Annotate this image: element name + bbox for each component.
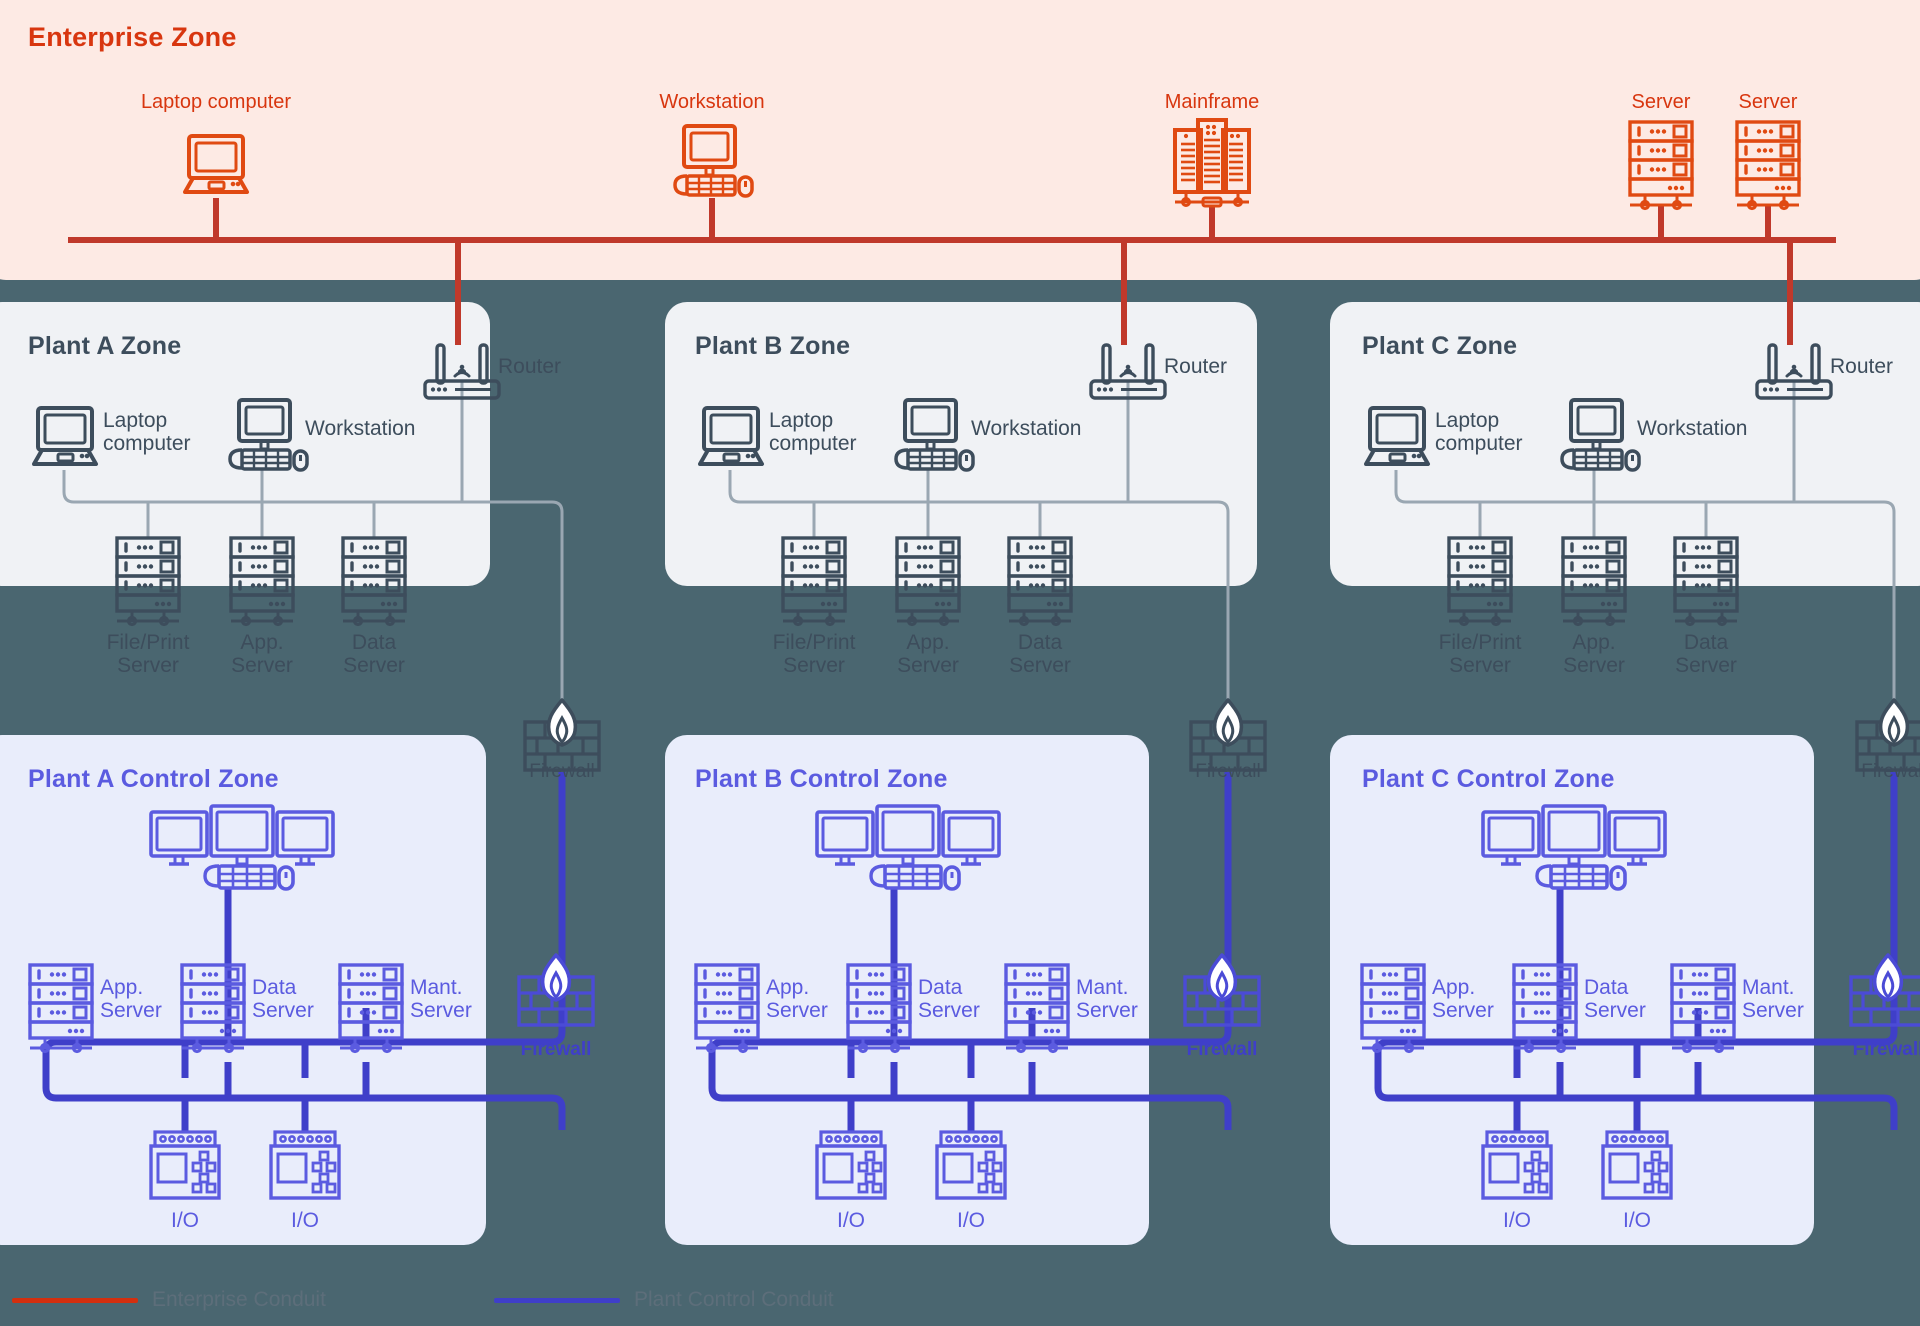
plant-c-firewall-icon xyxy=(1855,698,1920,772)
plant-b-control-firewall-label: Firewall xyxy=(1186,1039,1258,1060)
plant-b-workstation-label: Workstation xyxy=(971,417,1082,440)
plant-b-router-label: Router xyxy=(1164,355,1228,378)
plant-c-ctrl-mant-server-label: Mant.Server xyxy=(1742,976,1804,1022)
plant-c-firewall-label: Firewall xyxy=(1861,761,1920,782)
plant-a-router-label: Router xyxy=(498,355,562,378)
plant-c-zone-title: Plant C Zone xyxy=(1362,332,1518,360)
plant-c-io-label-1: I/O xyxy=(1502,1209,1531,1232)
plant-b-firewall-label: Firewall xyxy=(1195,761,1261,782)
plant-b-io-label-2: I/O xyxy=(956,1209,985,1232)
plant-a-io-label-2: I/O xyxy=(290,1209,319,1232)
plant-a-ctrl-app-server-label: App.Server xyxy=(100,976,162,1022)
plant-a-firewall-label: Firewall xyxy=(529,761,595,782)
plant-b-io-label-1: I/O xyxy=(836,1209,865,1232)
plant-c-router-label: Router xyxy=(1830,355,1894,378)
plant-a-control-firewall-label: Firewall xyxy=(520,1039,592,1060)
plant-a-io-label-1: I/O xyxy=(170,1209,199,1232)
plant-a-zone-title: Plant A Zone xyxy=(28,332,182,360)
enterprise-workstation-label: Workstation xyxy=(659,91,765,113)
plant-b-control-zone-title: Plant B Control Zone xyxy=(695,765,948,793)
legend-label-enterprise: Enterprise Conduit xyxy=(152,1288,326,1311)
plant-a-control-firewall-icon xyxy=(517,953,595,1027)
plant-b-zone-title: Plant B Zone xyxy=(695,332,851,360)
plant-b-ctrl-mant-server-label: Mant.Server xyxy=(1076,976,1138,1022)
legend-item-enterprise: Enterprise Conduit xyxy=(12,1288,326,1312)
enterprise-laptop-label: Laptop computer xyxy=(140,91,292,113)
plant-c-workstation-label: Workstation xyxy=(1637,417,1748,440)
plant-b-ctrl-app-server-label: App.Server xyxy=(766,976,828,1022)
plant-b-control-firewall-icon xyxy=(1183,953,1261,1027)
legend-swatch-enterprise xyxy=(12,1297,138,1303)
plant-c-control-firewall-label: Firewall xyxy=(1852,1039,1920,1060)
plant-c-app-server-label: App.Server xyxy=(1563,631,1625,677)
legend-swatch-control xyxy=(494,1297,620,1303)
plant-a-control-zone-title: Plant A Control Zone xyxy=(28,765,279,793)
legend-item-control: Plant Control Conduit xyxy=(494,1288,834,1312)
enterprise-server-label-1: Server xyxy=(1631,91,1691,113)
plant-a-workstation-label: Workstation xyxy=(305,417,416,440)
enterprise-server-label-2: Server xyxy=(1738,91,1798,113)
plant-c-control-firewall-icon xyxy=(1849,953,1920,1027)
enterprise-zone-title: Enterprise Zone xyxy=(28,22,237,52)
plant-a-firewall-icon xyxy=(523,698,601,772)
plant-c-io-label-2: I/O xyxy=(1622,1209,1651,1232)
plant-b-firewall-icon xyxy=(1189,698,1267,772)
plant-c-ctrl-app-server-label: App.Server xyxy=(1432,976,1494,1022)
plant-b-app-server-label: App.Server xyxy=(897,631,959,677)
enterprise-zone-panel xyxy=(0,0,1920,280)
plant-a-app-server-label: App.Server xyxy=(231,631,293,677)
legend-label-control: Plant Control Conduit xyxy=(634,1288,834,1311)
plant-c-control-zone-title: Plant C Control Zone xyxy=(1362,765,1615,793)
enterprise-mainframe-label: Mainframe xyxy=(1164,91,1260,113)
legend: Enterprise Conduit Plant Control Conduit xyxy=(0,1288,1920,1326)
plant-a-ctrl-mant-server-label: Mant.Server xyxy=(410,976,472,1022)
